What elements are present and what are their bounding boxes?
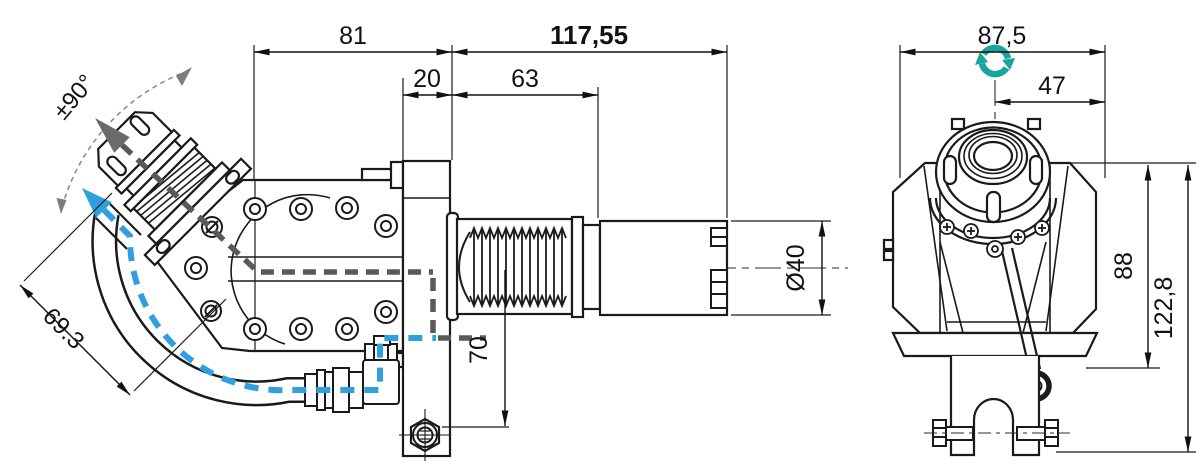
coolant-flow-arrow-icon <box>82 188 112 218</box>
collet-bore <box>957 128 1029 186</box>
bolt-hole <box>243 317 267 341</box>
threaded-shaft <box>445 211 729 322</box>
screw <box>1034 220 1050 236</box>
front-dimensions: 87,5 47 88 122,8 <box>899 22 1196 453</box>
head-key-slot <box>155 239 171 255</box>
dim-63: 63 <box>452 65 598 99</box>
dim-dia-40-label: Ø40 <box>782 244 810 291</box>
nut-notch <box>1026 117 1042 131</box>
nut-wing-slot <box>985 190 1002 224</box>
edge-clip <box>882 249 895 262</box>
swivel-angle-label: ±90° <box>48 70 100 125</box>
dim-20: 20 <box>403 65 452 99</box>
nut-wing-slot <box>1028 154 1044 186</box>
bolt-holes <box>184 196 398 341</box>
swivel-arc-arrow-icon <box>56 198 67 214</box>
screw <box>963 223 979 239</box>
swivel-arc-arrow-icon <box>176 67 192 86</box>
elbow-fitting <box>362 359 400 405</box>
coolant-hose <box>82 188 436 413</box>
dim-47: 47 <box>995 72 1105 106</box>
bolt-hole <box>289 197 313 221</box>
dim-117-55: 117,55 <box>452 20 727 56</box>
front-view: 87,5 47 88 122,8 <box>882 22 1196 457</box>
side-dimensions: 81 117,55 20 63 Ø40 70 <box>19 20 831 428</box>
dim-88: 88 <box>1110 165 1152 368</box>
bolt-hole <box>374 214 398 238</box>
coolant-path-internal <box>95 118 486 341</box>
dim-81: 81 <box>254 22 452 56</box>
edge-clip <box>882 238 895 251</box>
flange-screws <box>939 219 1050 258</box>
coolant-channel <box>109 203 142 236</box>
shaft-end <box>598 219 729 317</box>
coolant-path-external <box>101 207 436 394</box>
screw <box>1010 229 1026 245</box>
bolt-hole <box>289 317 313 341</box>
dim-dia-40: Ø40 <box>782 221 826 315</box>
dim-88-label: 88 <box>1110 252 1138 280</box>
collet-nut-slot <box>106 155 127 177</box>
bolt-hole <box>243 197 267 221</box>
dim-70: 70 <box>465 270 509 426</box>
dim-87-5: 87,5 <box>900 22 1105 56</box>
dim-47-label: 47 <box>1038 72 1066 100</box>
dim-81-label: 81 <box>339 22 367 50</box>
dim-20-label: 20 <box>413 65 441 93</box>
bolt-hole <box>335 317 359 341</box>
dim-122-8-label: 122,8 <box>1150 277 1178 340</box>
bolt-hole <box>374 300 398 324</box>
collet-nut-slot <box>129 115 151 136</box>
dim-63-label: 63 <box>511 65 539 93</box>
nut-wing-slot <box>942 154 958 186</box>
thread <box>458 225 567 309</box>
collet-head <box>97 111 253 267</box>
shaft-end-keyways <box>710 227 728 309</box>
dim-87-5-label: 87,5 <box>978 22 1027 50</box>
screw <box>986 240 1004 258</box>
nut-notch <box>950 117 966 131</box>
spindle-flange <box>928 197 1058 334</box>
clamp-bolt <box>399 409 451 461</box>
dim-122-8: 122,8 <box>1150 165 1192 452</box>
dim-70-label: 70 <box>465 336 493 364</box>
vdi-flange <box>389 159 452 461</box>
clamp-bracket <box>924 356 1070 457</box>
collet-nut-front <box>934 117 1052 224</box>
screw <box>939 219 955 235</box>
bolt-hole <box>335 196 359 220</box>
front-housing-lip <box>891 331 1099 358</box>
bolt-hole <box>184 256 208 280</box>
dim-117-55-label: 117,55 <box>550 20 628 50</box>
head-key-slot <box>225 169 241 185</box>
slotted-screw <box>200 300 222 322</box>
tool-axis-arrow-icon <box>95 118 130 153</box>
side-view: ±90° <box>19 20 848 461</box>
